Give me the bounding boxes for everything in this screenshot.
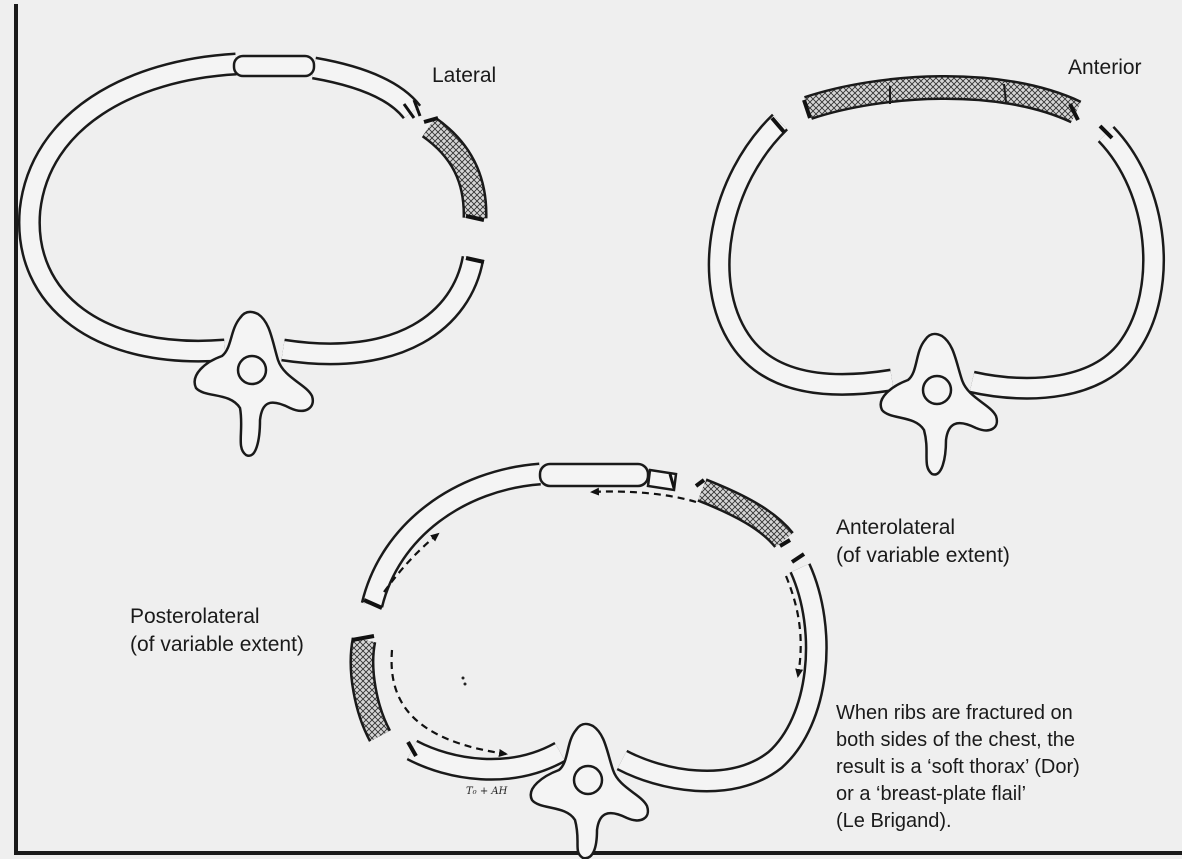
lateral-diagram bbox=[29, 56, 484, 456]
caption-note: When ribs are fractured on both sides of… bbox=[836, 700, 1158, 835]
posterolateral-dashed-arrow-down bbox=[392, 650, 506, 754]
label-posterolateral-extent: (of variable extent) bbox=[130, 633, 304, 657]
combined-sternum bbox=[540, 464, 648, 486]
artist-signature: T₀ + AH bbox=[466, 786, 507, 797]
label-posterolateral: Posterolateral bbox=[130, 605, 260, 629]
anterolateral-dashed-arrow-left bbox=[592, 491, 696, 502]
caption-line: both sides of the chest, the bbox=[836, 727, 1158, 754]
lateral-sternum bbox=[234, 56, 314, 76]
label-anterior: Anterior bbox=[1068, 56, 1142, 80]
caption-line: (Le Brigand). bbox=[836, 808, 1158, 835]
label-anterolateral-extent: (of variable extent) bbox=[836, 544, 1010, 568]
anterior-diagram bbox=[719, 84, 1153, 475]
caption-line: result is a ‘soft thorax’ (Dor) bbox=[836, 754, 1158, 781]
caption-line: When ribs are fractured on bbox=[836, 700, 1158, 727]
combined-diagram bbox=[352, 464, 816, 858]
label-lateral: Lateral bbox=[432, 64, 496, 88]
caption-line: or a ‘breast-plate flail’ bbox=[836, 781, 1158, 808]
label-anterolateral: Anterolateral bbox=[836, 516, 955, 540]
